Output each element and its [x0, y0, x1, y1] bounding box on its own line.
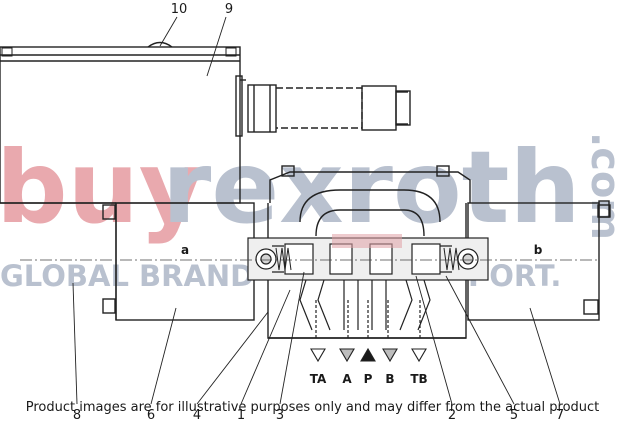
solenoid-housing-top [0, 41, 411, 204]
port-tb-label: TB [410, 372, 427, 386]
springs [275, 247, 460, 271]
watermark-red: buy [0, 129, 204, 246]
callout-5: 5 [510, 408, 518, 423]
port-p-arrow-icon [360, 347, 376, 362]
callout-8: 8 [73, 408, 81, 423]
callout-3: 3 [276, 408, 284, 423]
solenoid-a-label: a [181, 243, 189, 257]
callout-2: 2 [448, 408, 456, 423]
port-labels: TA A P B TB [310, 372, 428, 386]
callout-6: 6 [147, 408, 155, 423]
port-ta-label: TA [310, 372, 327, 386]
port-ta-arrow-icon [310, 348, 326, 363]
spool [247, 234, 489, 281]
port-b-arrow-icon [382, 348, 398, 363]
port-b-label: B [385, 372, 394, 386]
port-p-label: P [364, 372, 373, 386]
port-arrows [310, 347, 427, 363]
callout-7: 7 [556, 408, 564, 423]
disclaimer-text: Product images are for illustrative purp… [25, 400, 600, 415]
watermark-side: .com [582, 132, 625, 240]
callouts: 10 9 8 6 4 1 3 2 5 7 [73, 2, 564, 423]
watermark: buy rexroth GLOBAL BRAND PORT. .com [0, 129, 625, 293]
port-channels [299, 279, 431, 338]
callout-1: 1 [237, 408, 245, 423]
leader-lines [72, 16, 561, 405]
callout-10: 10 [171, 2, 188, 17]
port-a-arrow-icon [339, 348, 355, 363]
port-tb-arrow-icon [411, 348, 427, 363]
watermark-tagline: GLOBAL BRAND [0, 259, 254, 293]
callout-4: 4 [193, 408, 201, 423]
watermark-grey: rexroth [162, 129, 581, 246]
callout-9: 9 [225, 2, 233, 17]
solenoid-b-label: b [534, 243, 543, 257]
port-a-label: A [342, 372, 352, 386]
